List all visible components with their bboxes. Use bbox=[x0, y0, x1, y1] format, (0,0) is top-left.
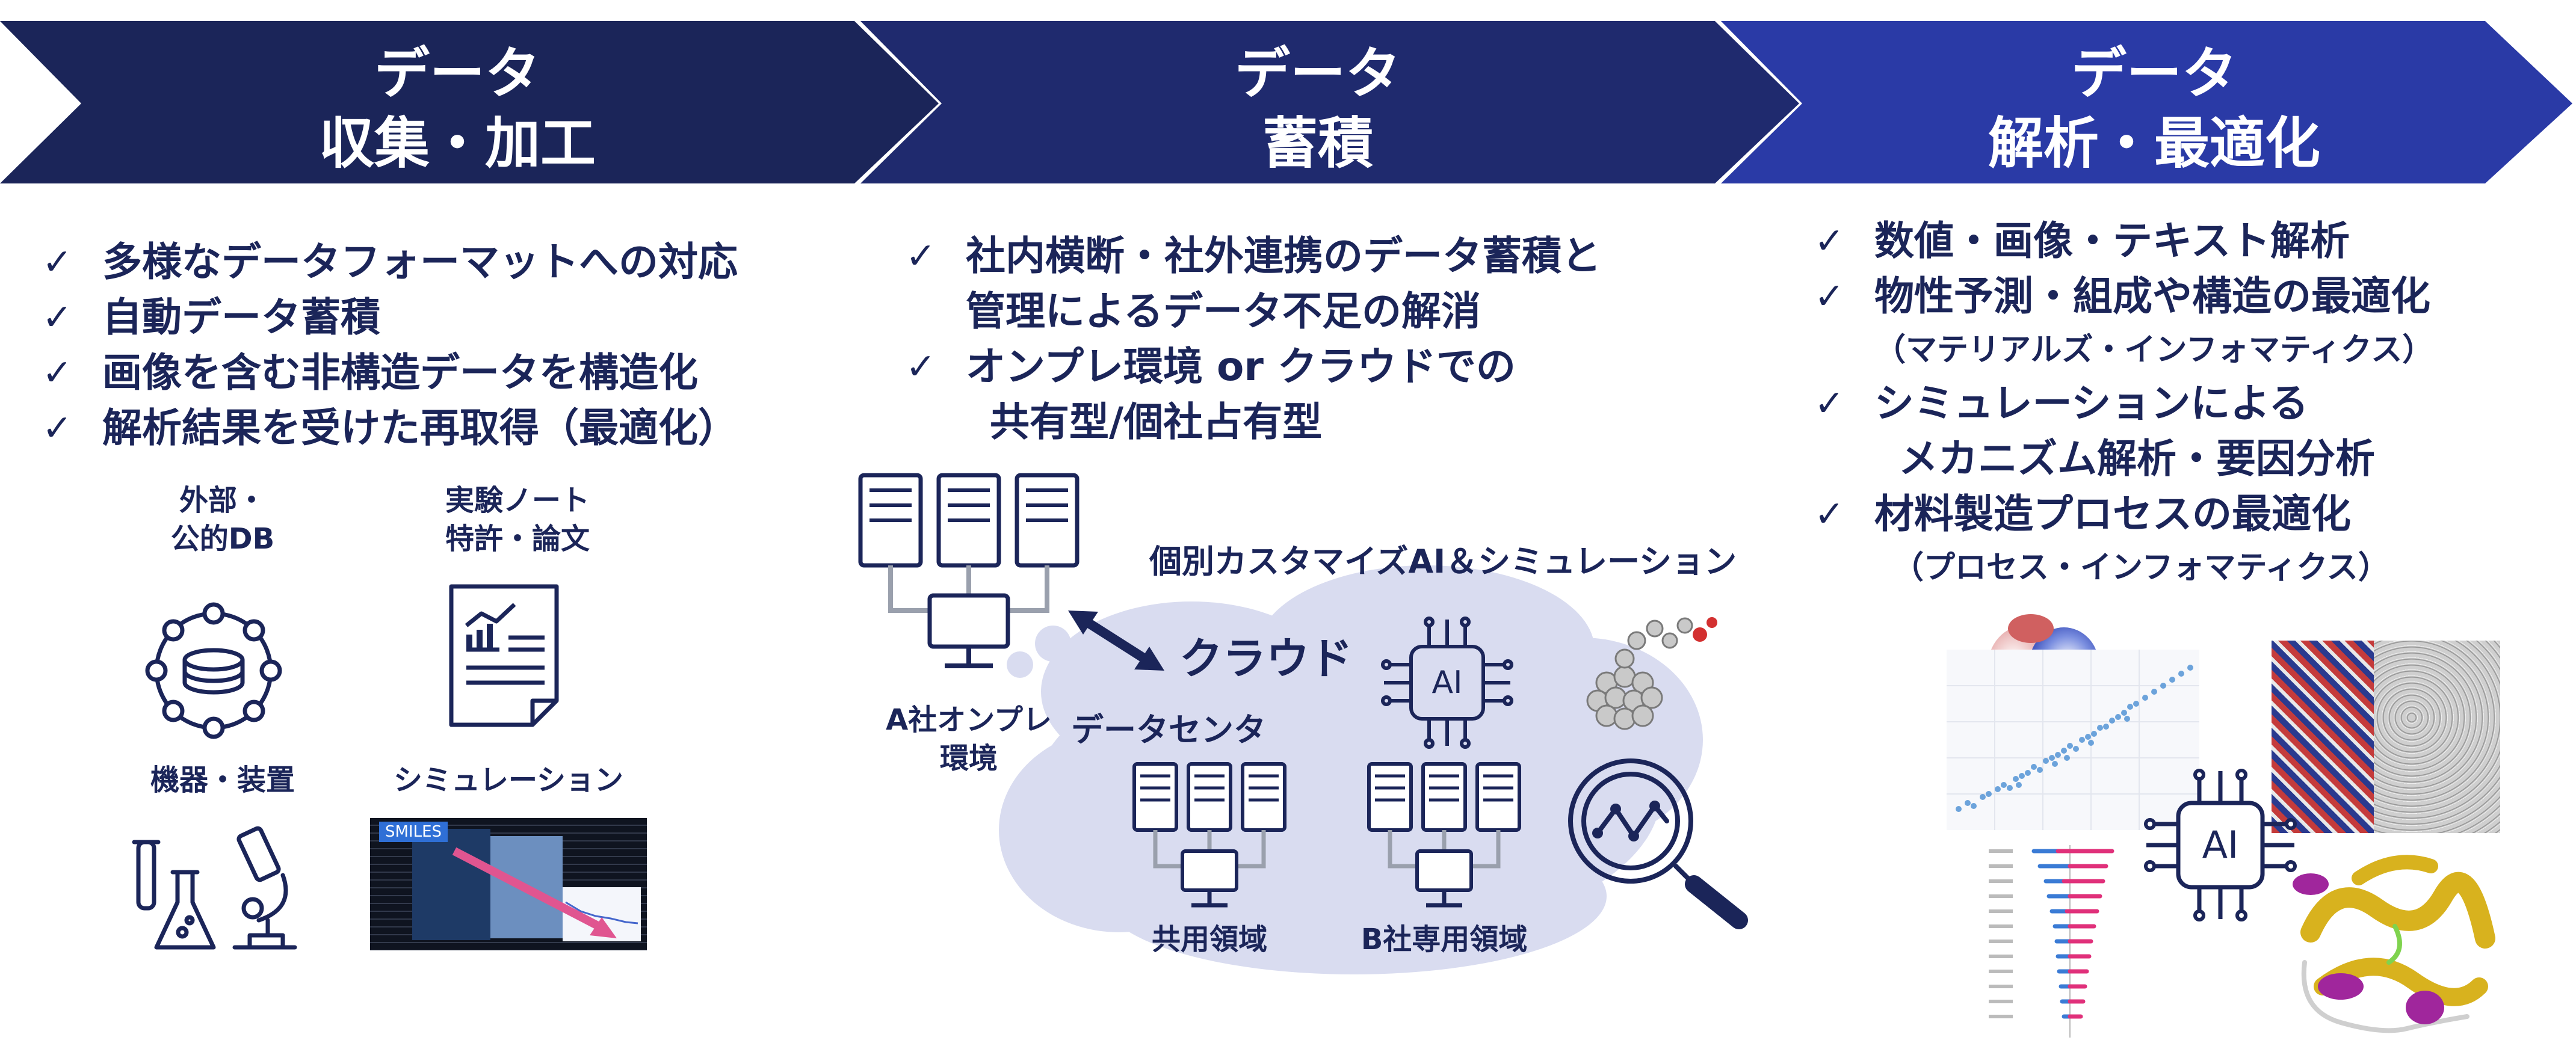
database-network-icon bbox=[145, 602, 282, 739]
regression-scatter-plot bbox=[1947, 650, 2199, 830]
list-item: ✓多様なデータフォーマットへの対応 bbox=[42, 235, 738, 290]
protein-structure-image bbox=[2293, 855, 2495, 1033]
document-chart-icon bbox=[449, 584, 559, 727]
check-icon: ✓ bbox=[42, 352, 73, 394]
list-item: ✓自動データ蓄積 bbox=[42, 290, 738, 345]
custom-ai-simulation-label: 個別カスタマイズAI＆シミュレーション bbox=[1149, 543, 1737, 580]
external-db-label: 外部・ 公的DB bbox=[170, 484, 275, 556]
check-icon: ✓ bbox=[1814, 220, 1845, 262]
devices-label: 機器・装置 bbox=[150, 763, 295, 797]
onprem-servers-icon bbox=[858, 473, 1080, 668]
feature-importance-plot bbox=[1980, 839, 2196, 1050]
private-area-label: B社専用領域 bbox=[1361, 923, 1528, 956]
ai-chip-icon-analysis bbox=[2144, 769, 2297, 921]
stage2-arrow bbox=[860, 21, 1799, 183]
list-item: ✓画像を含む非構造データを構造化 bbox=[42, 345, 738, 401]
flow-arrow-icon bbox=[452, 847, 617, 938]
check-icon: ✓ bbox=[42, 241, 73, 283]
stage3-title: データ 解析・最適化 bbox=[1988, 42, 2320, 176]
list-item: 共有型/個社占有型 bbox=[990, 399, 1323, 445]
onprem-label: A社オンプレ 環境 bbox=[886, 703, 1052, 775]
liquid-region bbox=[2374, 641, 2500, 833]
list-item: ✓材料製造プロセスの最適化 bbox=[1814, 487, 2433, 542]
simulation-terminal-image: SMILES bbox=[370, 818, 647, 950]
magnifier-analytics-icon bbox=[1568, 758, 1748, 929]
cloud-label: クラウド bbox=[1179, 633, 1353, 684]
check-icon: ✓ bbox=[1814, 275, 1845, 318]
crystal-region bbox=[2272, 641, 2374, 833]
stage3-arrow bbox=[1721, 21, 2572, 183]
lab-notes-label: 実験ノート 特許・論文 bbox=[445, 484, 590, 556]
stage1-title: データ 収集・加工 bbox=[318, 42, 596, 176]
list-item: ✓解析結果を受けた再取得（最適化） bbox=[42, 401, 738, 456]
list-item: ✓オンプレ環境 or クラウドでの bbox=[906, 339, 1601, 395]
ai-chip-label: AI bbox=[1432, 665, 1463, 701]
simulation-label: シミュレーション bbox=[393, 763, 624, 797]
stage2-title: データ 蓄積 bbox=[1234, 42, 1401, 176]
column1-list: ✓多様なデータフォーマットへの対応 ✓自動データ蓄積 ✓画像を含む非構造データを… bbox=[42, 235, 738, 456]
check-icon: ✓ bbox=[906, 346, 936, 388]
list-item: 管理によるデータ不足の解消 bbox=[966, 288, 1481, 334]
datacenter-label: データセンタ bbox=[1071, 711, 1266, 749]
list-item: ✓数値・画像・テキスト解析 bbox=[1814, 214, 2433, 269]
list-item: ✓物性予測・組成や構造の最適化 bbox=[1814, 269, 2433, 324]
list-item: メカニズム解析・要因分析 bbox=[1898, 435, 2375, 482]
sync-double-arrow-icon bbox=[1068, 611, 1164, 671]
ai-chip-label-analysis: AI bbox=[2202, 823, 2239, 867]
check-icon: ✓ bbox=[906, 235, 936, 277]
process-informatics-note: （プロセス・インフォマティクス） bbox=[1892, 550, 2389, 586]
list-item: ✓社内横断・社外連携のデータ蓄積と bbox=[906, 229, 1601, 284]
process-arrows bbox=[0, 21, 2572, 183]
list-item: ✓シミュレーションによる bbox=[1814, 376, 2433, 431]
molecular-dynamics-image bbox=[2272, 641, 2500, 833]
check-icon: ✓ bbox=[1814, 383, 1845, 425]
materials-informatics-note: （マテリアルズ・インフォマティクス） bbox=[1874, 332, 2434, 368]
molecule-panel bbox=[412, 829, 490, 940]
shared-area-label: 共用領域 bbox=[1151, 923, 1267, 956]
lab-equipment-icon bbox=[132, 826, 297, 950]
molecule-structure-image bbox=[1586, 617, 1717, 730]
check-icon: ✓ bbox=[42, 297, 73, 339]
stage1-arrow bbox=[0, 21, 939, 183]
smiles-tag: SMILES bbox=[379, 822, 448, 842]
column3-list: ✓数値・画像・テキスト解析 ✓物性予測・組成や構造の最適化 （マテリアルズ・イン… bbox=[1814, 214, 2433, 594]
private-area-servers-icon bbox=[1367, 762, 1521, 908]
check-icon: ✓ bbox=[1814, 493, 1845, 535]
check-icon: ✓ bbox=[42, 407, 73, 449]
column2-list: ✓社内横断・社外連携のデータ蓄積と 管理によるデータ不足の解消 ✓オンプレ環境 … bbox=[906, 229, 1601, 450]
shared-area-servers-icon bbox=[1132, 762, 1286, 908]
ai-chip-icon bbox=[1381, 617, 1513, 749]
